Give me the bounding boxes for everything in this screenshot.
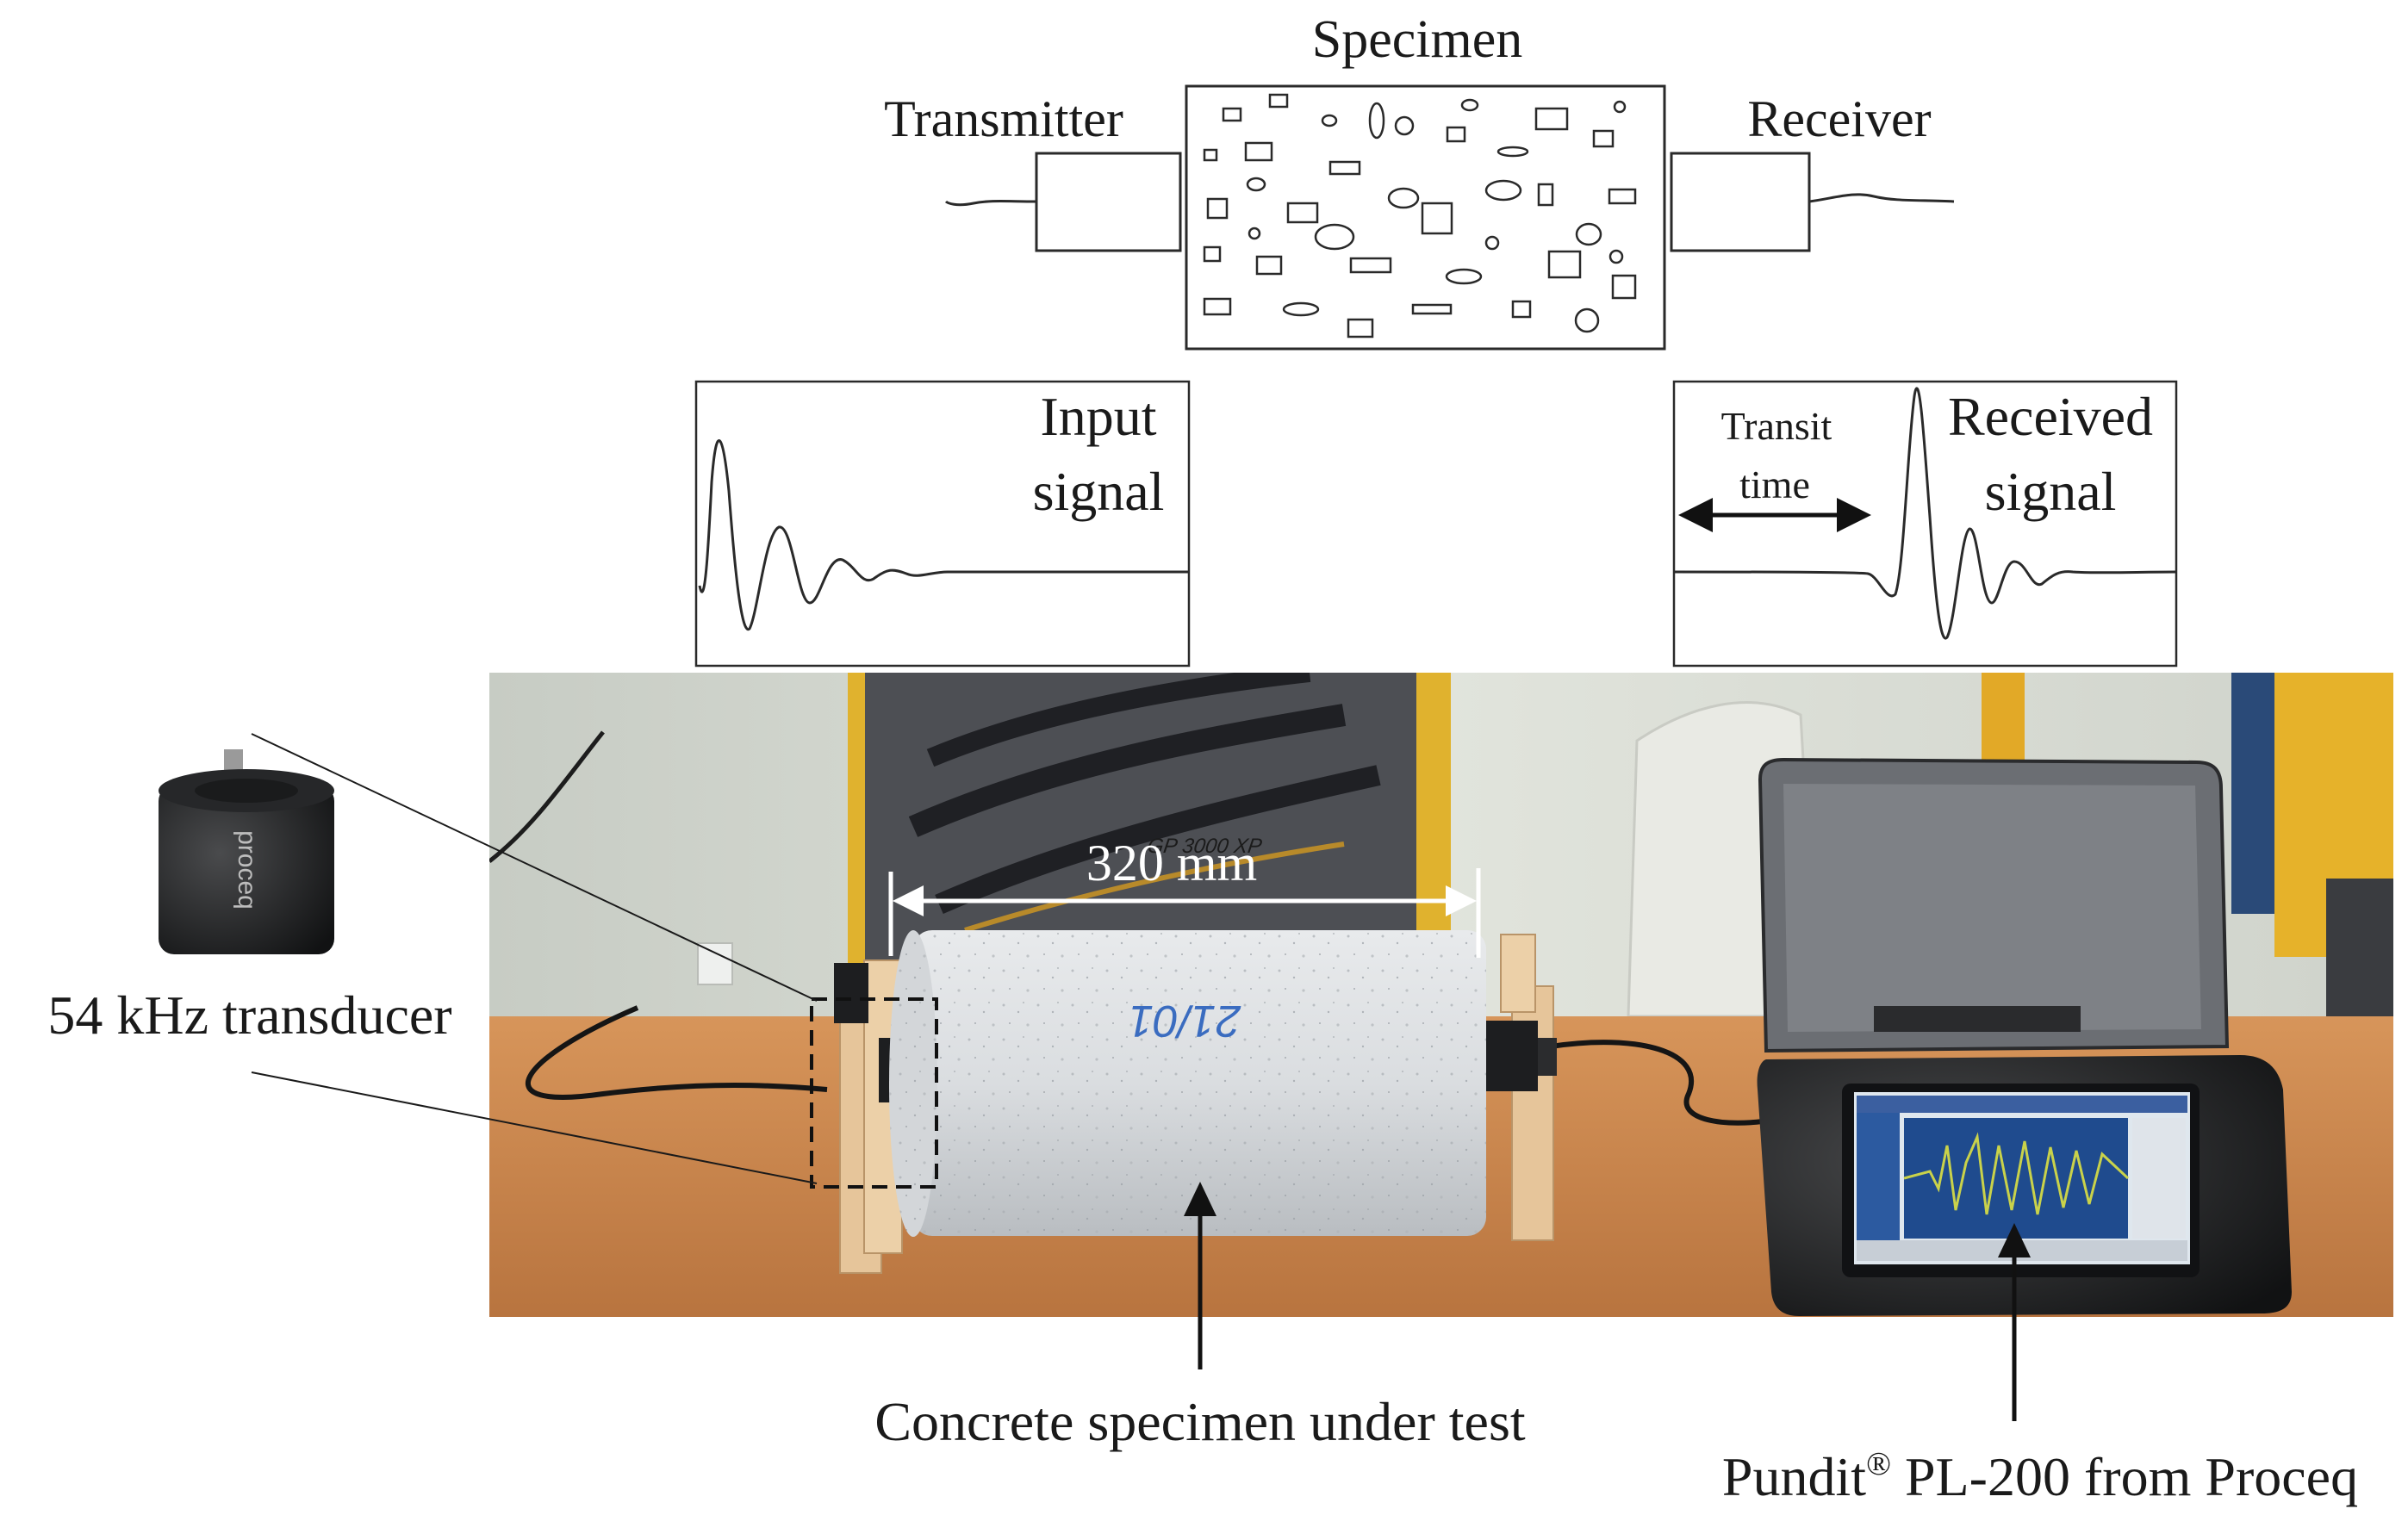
- transit-time-arrow: [1678, 498, 1871, 532]
- test-setup-photo: GP 3000 XP: [489, 673, 2393, 1317]
- transducer-label: 54 kHz transducer: [47, 984, 451, 1046]
- transit-time-label-line2: time: [1739, 463, 1810, 506]
- input-signal-waveform: [698, 438, 1189, 631]
- cylinder-marking: 21/01: [1129, 996, 1241, 1046]
- device-caption: Pundit® PL-200 from Proceq: [1722, 1446, 2358, 1507]
- received-signal-waveform: [1673, 387, 2177, 640]
- aggregate-particles: [1203, 93, 1637, 338]
- dimension-label: 320 mm: [1086, 835, 1257, 891]
- transducer-brand: proceq: [233, 830, 261, 910]
- input-signal-label-line1: Input: [1040, 386, 1156, 447]
- pundit-device: [1757, 757, 2292, 1316]
- transit-time-label-line1: Transit: [1721, 404, 1832, 448]
- transducer-highlight-box: [810, 997, 938, 1189]
- specimen-label: Specimen: [1312, 10, 1523, 69]
- device-caption-trademark: ®: [1866, 1446, 1891, 1482]
- transmitter-label: Transmitter: [884, 90, 1123, 147]
- received-signal-label-line1: Received: [1948, 386, 2153, 447]
- device-caption-rest: PL-200 from Proceq: [1891, 1446, 2358, 1507]
- specimen-caption: Concrete specimen under test: [874, 1391, 1526, 1452]
- transmitter-cable: [944, 200, 1037, 207]
- schematic: Specimen Transmitter Receiver: [694, 10, 2178, 668]
- transmitter-block: [1035, 152, 1182, 252]
- input-signal-panel: [694, 380, 1191, 668]
- transducer-product-image: proceq: [159, 749, 334, 954]
- dimension-arrow: [888, 868, 1481, 958]
- transducer-leader-bottom: [251, 1071, 818, 1184]
- receiver-cable: [1808, 193, 1955, 203]
- specimen-caption-arrow: [1184, 1182, 1216, 1369]
- input-signal-label-line2: signal: [1033, 461, 1165, 522]
- received-signal-label-line2: signal: [1985, 461, 2117, 522]
- device-caption-arrow: [1998, 1223, 2031, 1421]
- received-signal-panel: [1672, 380, 2178, 668]
- receiver-block: [1670, 152, 1811, 252]
- concrete-cylinder: 21/01: [889, 930, 1486, 1237]
- transducer-leader-top: [251, 733, 818, 1002]
- specimen-block: [1185, 84, 1666, 351]
- receiver-label: Receiver: [1747, 90, 1931, 147]
- machine-marking: GP 3000 XP: [1146, 835, 1263, 858]
- device-caption-main: Pundit: [1722, 1446, 1866, 1507]
